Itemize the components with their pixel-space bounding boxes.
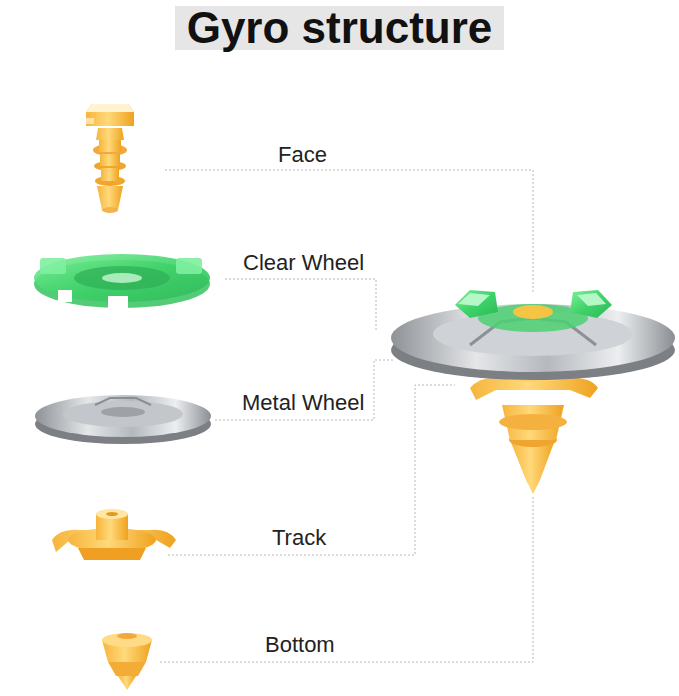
metal-wheel-part xyxy=(35,395,211,444)
title-text: Gyro structure xyxy=(175,6,505,50)
illustration-shape xyxy=(101,168,119,181)
illustration-shape xyxy=(102,207,118,213)
illustration-shape xyxy=(117,633,137,639)
illustration-shape xyxy=(86,118,94,124)
illustration-shape xyxy=(118,676,136,690)
leader-lines xyxy=(160,170,533,662)
illustration-shape xyxy=(99,140,121,152)
clear-wheel-part xyxy=(34,254,210,308)
illustration-shape xyxy=(96,509,128,519)
assembled-gyro xyxy=(391,290,675,494)
illustration-shape xyxy=(97,186,123,210)
illustration-shape xyxy=(86,104,134,126)
leader-line xyxy=(160,497,533,662)
part-label: Bottom xyxy=(265,632,335,657)
illustration-shape xyxy=(106,512,118,516)
illustration-shape xyxy=(63,401,183,427)
illustration-shape xyxy=(499,414,567,430)
illustration-shape xyxy=(577,293,606,306)
illustration-shape xyxy=(102,633,152,647)
illustration-shape xyxy=(74,266,170,290)
illustration-shape xyxy=(391,304,675,372)
leader-line xyxy=(165,170,533,292)
illustration-shape xyxy=(58,290,72,302)
illustration-shape xyxy=(95,398,151,405)
illustration-shape xyxy=(108,662,146,676)
illustration-shape xyxy=(101,407,145,417)
illustration-shape xyxy=(458,293,490,306)
face-part xyxy=(86,104,134,213)
illustration-shape xyxy=(34,254,210,302)
leader-line xyxy=(168,385,455,555)
illustration-shape xyxy=(510,440,555,494)
illustration-shape xyxy=(108,296,128,308)
part-label: Track xyxy=(272,525,326,550)
illustration-shape xyxy=(102,273,142,283)
illustration-shape xyxy=(35,395,211,437)
illustration-shape xyxy=(78,548,146,560)
part-label: Face xyxy=(278,142,327,167)
leader-line xyxy=(225,279,376,330)
illustration-shape xyxy=(513,305,553,319)
part-label: Metal Wheel xyxy=(242,390,364,415)
part-label: Clear Wheel xyxy=(243,250,364,275)
track-part xyxy=(52,509,176,560)
illustration-shape xyxy=(570,290,612,318)
illustration-shape xyxy=(176,258,202,274)
illustration-shape xyxy=(40,258,66,274)
illustration-shape xyxy=(100,154,120,166)
illustration-shape xyxy=(96,128,124,140)
bottom-part xyxy=(102,633,152,690)
illustration-shape xyxy=(86,104,134,112)
leader-line xyxy=(215,360,394,420)
illustration-shape xyxy=(455,290,498,318)
